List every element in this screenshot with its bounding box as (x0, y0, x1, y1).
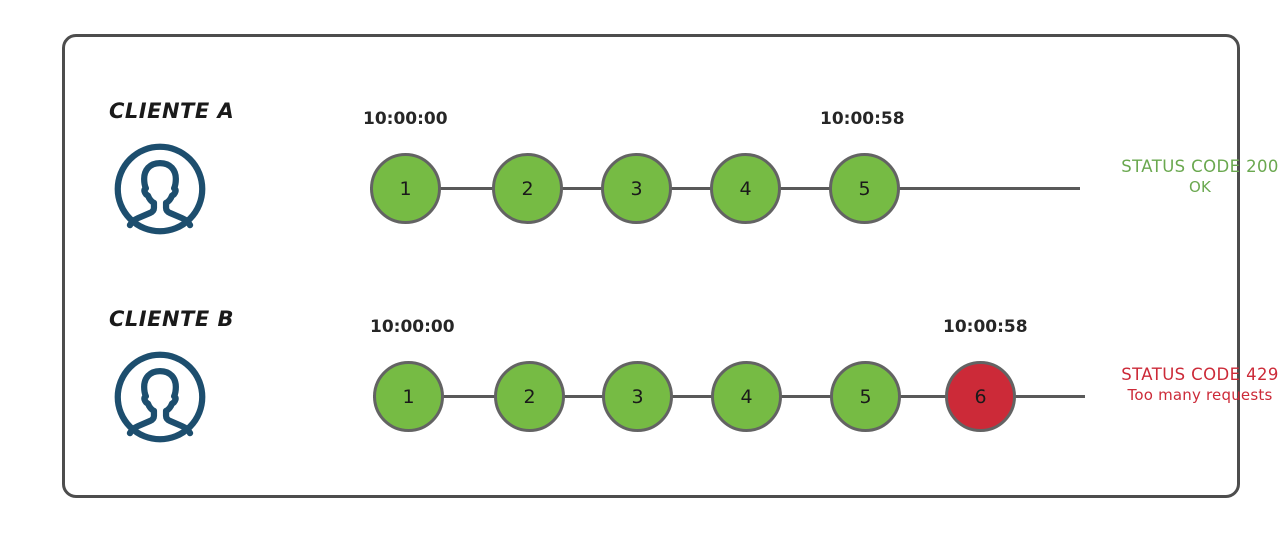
timestamp-start-b: 10:00:00 (370, 317, 455, 337)
request-node-label: 4 (739, 177, 752, 200)
client-row-b: CLIENTE B 10:00:00 10:00:58 1 2 3 (65, 265, 1278, 475)
request-timeline-a: 10:00:00 10:00:58 1 2 3 4 5 STATUS CODE … (65, 57, 1278, 267)
request-node-label: 5 (858, 177, 871, 200)
request-node-b-4[interactable]: 4 (711, 361, 782, 432)
request-node-label: 1 (399, 177, 412, 200)
status-block-a: STATUS CODE 200 OK (1085, 157, 1280, 196)
request-node-a-5[interactable]: 5 (829, 153, 900, 224)
timestamp-start-a: 10:00:00 (363, 109, 448, 129)
request-node-b-2[interactable]: 2 (494, 361, 565, 432)
request-node-label: 1 (402, 385, 415, 408)
request-node-a-2[interactable]: 2 (492, 153, 563, 224)
request-node-a-4[interactable]: 4 (710, 153, 781, 224)
request-node-label: 3 (631, 385, 644, 408)
request-node-label: 6 (974, 385, 987, 408)
client-label-b: CLIENTE B (109, 307, 235, 331)
request-node-label: 2 (521, 177, 534, 200)
timestamp-end-a: 10:00:58 (820, 109, 905, 129)
timestamp-end-b: 10:00:58 (943, 317, 1028, 337)
diagram-frame: CLIENTE A 10:00:00 10:00:58 1 2 3 (62, 34, 1278, 498)
request-timeline-b: 10:00:00 10:00:58 1 2 3 4 5 6 STATUS (65, 265, 1278, 475)
request-node-b-3[interactable]: 3 (602, 361, 673, 432)
status-code-b: STATUS CODE 429 (1121, 365, 1279, 384)
status-block-b: STATUS CODE 429 Too many requests (1085, 365, 1280, 404)
request-node-label: 5 (859, 385, 872, 408)
request-node-b-5[interactable]: 5 (830, 361, 901, 432)
request-node-label: 2 (523, 385, 536, 408)
client-row-a: CLIENTE A 10:00:00 10:00:58 1 2 3 (65, 57, 1278, 267)
client-label-a: CLIENTE A (109, 99, 235, 123)
status-message-a: OK (1188, 177, 1212, 196)
user-avatar-icon (112, 141, 208, 237)
status-message-b: Too many requests (1127, 385, 1273, 404)
request-node-b-1[interactable]: 1 (373, 361, 444, 432)
request-node-b-6[interactable]: 6 (945, 361, 1016, 432)
request-node-a-1[interactable]: 1 (370, 153, 441, 224)
user-avatar-icon (112, 349, 208, 445)
status-code-a: STATUS CODE 200 (1121, 157, 1279, 176)
request-node-a-3[interactable]: 3 (601, 153, 672, 224)
request-node-label: 3 (630, 177, 643, 200)
request-node-label: 4 (740, 385, 753, 408)
